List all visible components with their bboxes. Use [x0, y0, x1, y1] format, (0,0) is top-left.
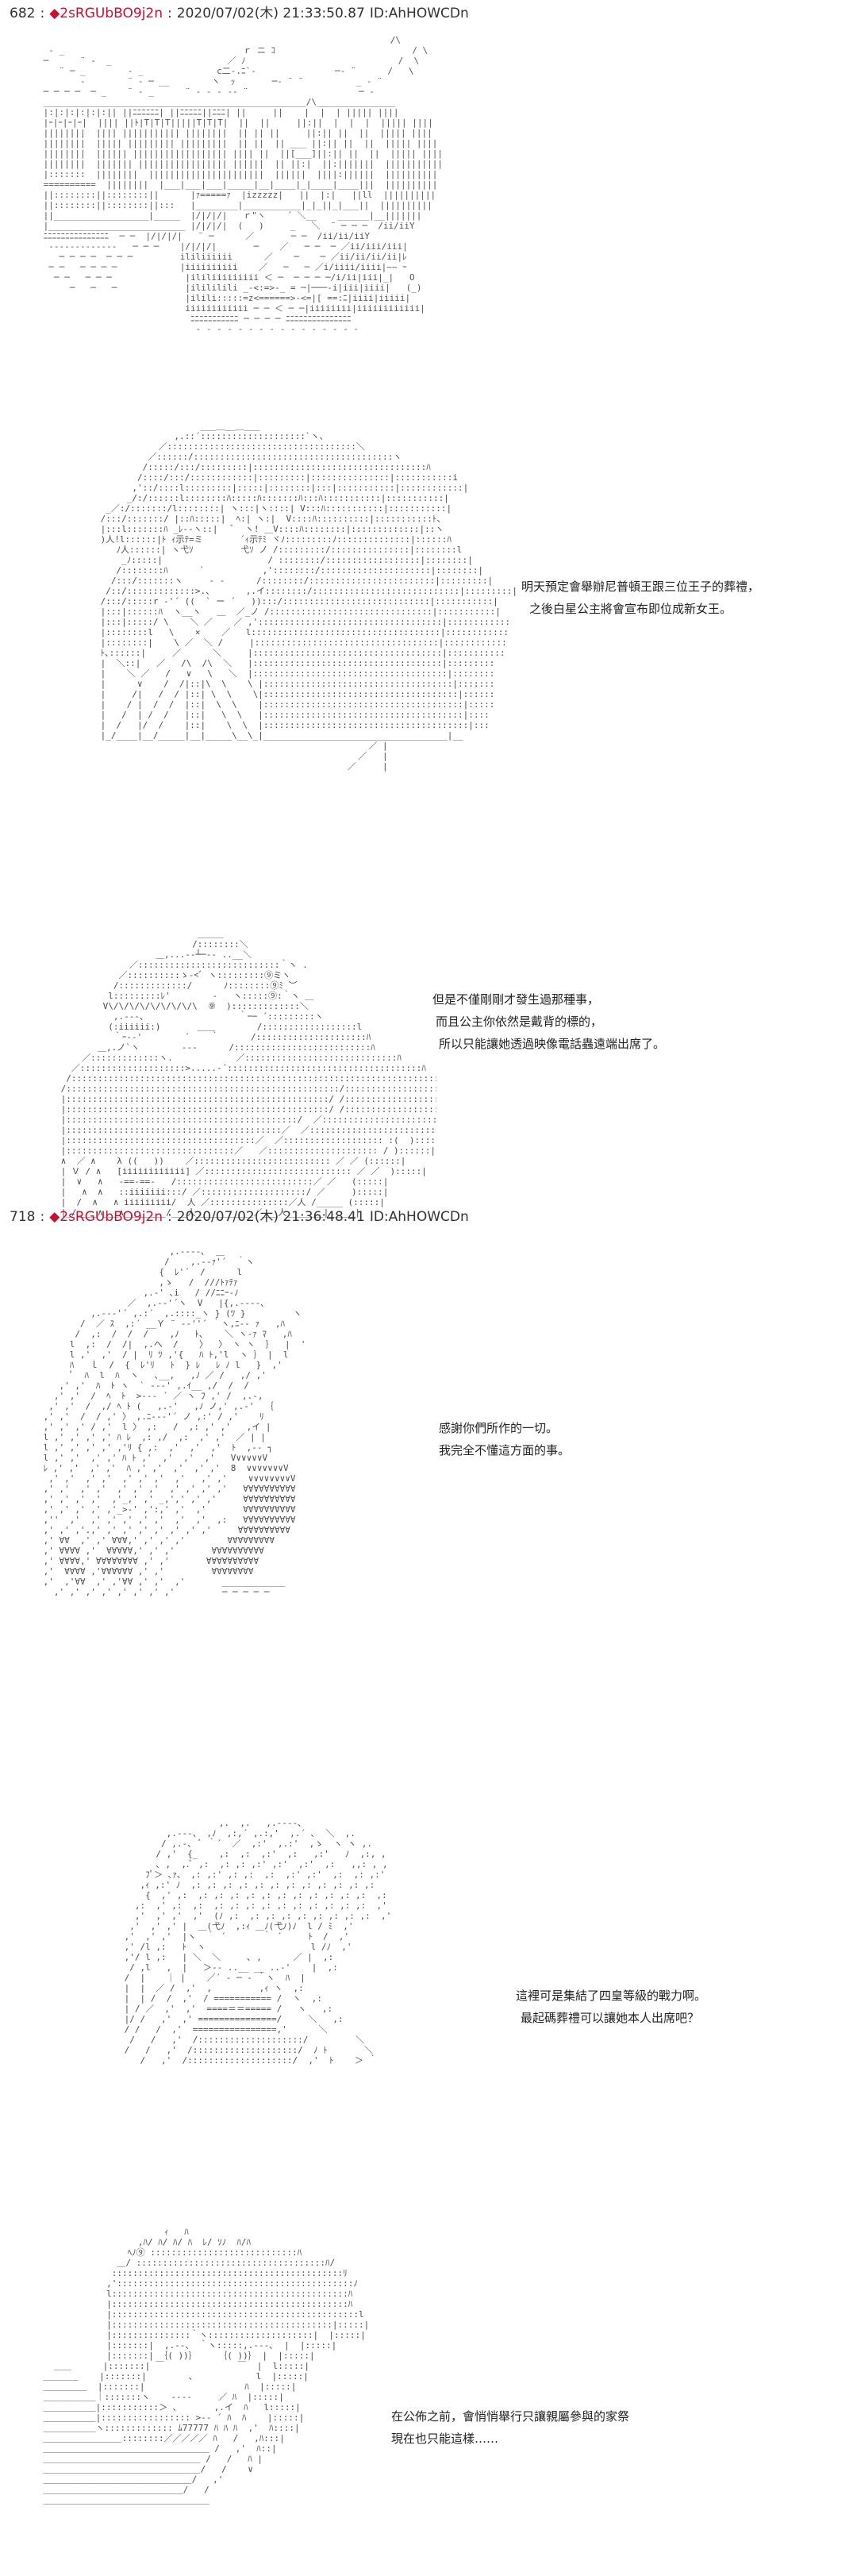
dialog-line: 我完全不懂這方面的事。 [439, 1443, 571, 1457]
post-separator: : [40, 6, 45, 21]
dialog-line: 明天預定會舉辦尼普頓王跟三位王子的葬禮， [521, 580, 760, 594]
post-separator: : [167, 6, 172, 21]
tripcode[interactable]: ◆2sRGUbBO9j2n [49, 1209, 163, 1225]
dialog-line: 這裡可是集結了四皇等級的戰力啊。 [516, 1989, 707, 2003]
panel-1-aa: /\ ‐ _ ｒ ニ ｺ / \ ─ ¨ ‐ _ ／ ﾉ / \ ¨ ─ _ ‐… [43, 35, 443, 334]
post-user-id[interactable]: ID:AhHOWCDn [369, 1209, 469, 1225]
post-user-id[interactable]: ID:AhHOWCDn [369, 6, 469, 21]
panel-4-dialog: 感謝你們所作的一切。 我完全不懂這方面的事。 [439, 1417, 570, 1461]
post-number[interactable]: 718 [10, 1209, 36, 1225]
post-header-682: 682:◆2sRGUbBO9j2n:2020/07/02(木) 21:33:50… [10, 5, 474, 22]
post-separator: : [40, 1209, 45, 1225]
dialog-line: 最起碼葬禮可以讓她本人出席吧？ [521, 2011, 700, 2025]
dialog-line: 在公佈之前，會悄悄舉行只讓親屬參與的家祭 [391, 2409, 630, 2424]
dialog-line: 但是不僅剛剛才發生過那種事， [432, 992, 600, 1007]
tripcode[interactable]: ◆2sRGUbBO9j2n [49, 6, 163, 21]
panel-6-aa: ｨ ﾊ ,ﾊ/ ﾊ/ ﾊ/ ﾊ ﾚ/ ｿﾉ ﾊ/ﾊ ﾍﾉ⑨ ::::::::::… [43, 2227, 370, 2505]
dialog-line: 現在也只能這樣…… [391, 2432, 499, 2446]
post-number[interactable]: 682 [10, 6, 36, 21]
post-header-718: 718:◆2sRGUbBO9j2n:2020/07/02(木) 21:36:48… [10, 1208, 474, 1226]
dialog-line: 而且公主你依然是戴背的標的， [436, 1015, 603, 1029]
dialog-line: 感謝你們所作的一切。 [439, 1421, 559, 1435]
panel-4-aa: ,.-‐‐-､ ＿ / ,.-‐ｧ'´ ｀ヽ { ﾚ'´ / l ,ゝ / //… [43, 1246, 306, 1597]
panel-5-aa: ,. ,. ,.-‐‐-､ ,.-‐-、 ,ﾉ ,:,´ ,.:,' ,.´ ､… [124, 1818, 392, 2066]
post-datetime: 2020/07/02(木) 21:33:50.87 [176, 6, 365, 21]
panel-5-dialog: 這裡可是集結了四皇等級的戰力啊。 最起碼葬禮可以讓她本人出席吧？ [516, 1985, 706, 2029]
panel-2-aa: ___＿__＿___ ,.::´::::::::::::::::::::`ヽ、 … [100, 421, 517, 772]
panel-3-dialog: 但是不僅剛剛才發生過那種事， 而且公主你依然是戴背的標的， 所以只能讓她透過映像… [432, 988, 665, 1055]
panel-2-dialog: 明天預定會舉辦尼普頓王跟三位王子的葬禮， 之後白星公主將會宣布即位成新女王。 [521, 576, 759, 620]
post-separator: : [167, 1209, 172, 1225]
dialog-line: 所以只能讓她透過映像電話蟲遠端出席了。 [439, 1037, 666, 1051]
panel-6-dialog: 在公佈之前，會悄悄舉行只讓親屬參與的家祭 現在也只能這樣…… [391, 2405, 629, 2450]
panel-3-aa: ＿＿＿ /::::::::＼ ＿,...--┴─-- ..__＼ ／::::::… [60, 929, 436, 1218]
dialog-line: 之後白星公主將會宣布即位成新女王。 [529, 602, 732, 616]
post-datetime: 2020/07/02(木) 21:36:48.41 [176, 1209, 365, 1225]
